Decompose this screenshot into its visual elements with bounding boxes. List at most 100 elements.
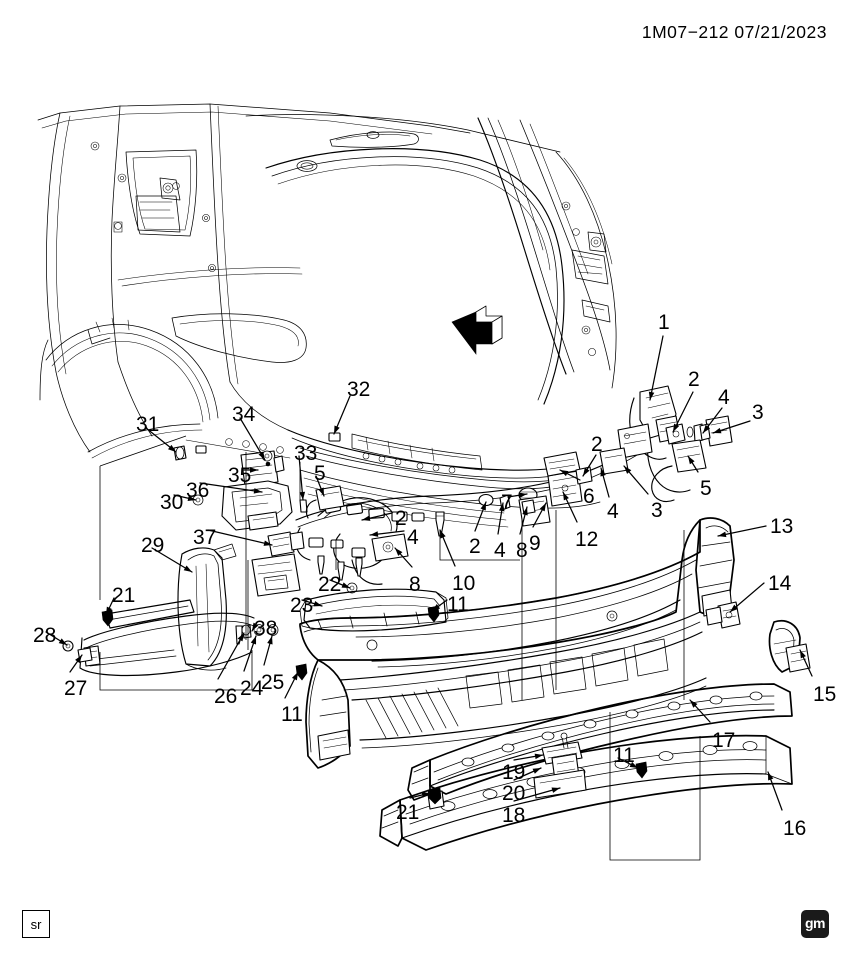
callout-25: 25	[261, 671, 285, 694]
callout-22: 22	[318, 573, 342, 596]
leader-arrowhead-4	[498, 503, 505, 512]
leader-arrowhead-25	[267, 636, 273, 645]
callout-9: 9	[529, 532, 541, 555]
callout-33: 33	[294, 442, 318, 465]
leader-arrowhead-6	[560, 470, 569, 477]
callout-11: 11	[613, 744, 635, 767]
callout-6: 6	[583, 485, 595, 508]
callout-15: 15	[813, 683, 837, 706]
leader-arrowhead-5	[688, 456, 695, 465]
leader-lines	[45, 335, 813, 811]
callout-18: 18	[502, 804, 526, 827]
leader-arrowhead-3	[624, 466, 632, 474]
leader-line-36	[199, 482, 263, 493]
callout-35: 35	[228, 464, 252, 487]
leader-arrowhead-22	[341, 582, 350, 588]
leader-arrowhead-14	[730, 604, 738, 612]
callout-10: 10	[452, 572, 476, 595]
callout-11: 11	[447, 593, 469, 616]
callout-31: 31	[136, 413, 160, 436]
leader-arrowhead-33	[299, 491, 306, 500]
callout-8: 8	[409, 573, 421, 596]
leader-arrowhead-37	[263, 540, 272, 546]
leader-arrowhead-21	[106, 606, 112, 615]
impact-bar-reinforcement	[407, 619, 811, 801]
leader-arrowhead-4	[600, 468, 606, 477]
leader-arrowhead-21	[421, 792, 430, 798]
callout-32: 32	[347, 378, 371, 401]
leader-arrowhead-11	[291, 672, 298, 681]
leader-arrowhead-4	[703, 424, 711, 433]
rear-bumper-fascia	[299, 517, 741, 769]
leader-arrowhead-20	[532, 768, 541, 774]
left-subassemblies	[62, 445, 440, 681]
leader-arrowhead-30	[187, 495, 196, 501]
callout-24: 24	[240, 677, 264, 700]
leader-arrowhead-34	[258, 451, 265, 460]
callout-20: 20	[502, 782, 526, 805]
callout-2: 2	[395, 507, 407, 530]
callout-27: 27	[64, 677, 88, 700]
leader-arrowhead-17	[690, 700, 698, 708]
leader-line-1	[649, 335, 664, 401]
callout-17: 17	[712, 729, 736, 752]
callout-37: 37	[193, 526, 217, 549]
leader-arrowhead-19	[534, 753, 543, 760]
leader-arrowhead-24	[250, 636, 257, 645]
leader-arrowhead-13	[718, 531, 727, 538]
callout-26: 26	[214, 685, 238, 708]
leader-arrowhead-15	[800, 650, 806, 659]
callout-21: 21	[396, 801, 420, 824]
callout-4: 4	[494, 539, 506, 562]
callout-34: 34	[232, 403, 256, 426]
sheet-header-code: 1M07−212 07/21/2023	[641, 22, 827, 42]
callout-1: 1	[658, 311, 670, 334]
leader-arrowhead-12	[563, 492, 569, 501]
leader-arrowhead-11	[432, 604, 441, 611]
callout-2: 2	[469, 535, 481, 558]
sr-stamp: sr	[22, 910, 50, 938]
callout-5: 5	[700, 477, 712, 500]
callout-13: 13	[770, 515, 794, 538]
leader-line-34	[239, 417, 266, 461]
leader-line-26	[217, 632, 245, 680]
leader-arrowhead-29	[183, 565, 192, 572]
leader-arrowhead-5	[318, 487, 324, 496]
sr-stamp-text: sr	[30, 916, 42, 932]
gm-logo-text: gm	[805, 915, 826, 931]
leader-arrowhead-28	[58, 638, 67, 645]
callout-23: 23	[290, 594, 314, 617]
leader-arrowhead-38	[252, 622, 259, 631]
leader-arrowhead-31	[168, 444, 176, 452]
callout-8: 8	[516, 539, 528, 562]
leader-arrowhead-18	[551, 787, 560, 793]
leader-arrowhead-3	[713, 427, 722, 434]
leader-arrowhead-8	[395, 548, 403, 556]
callout-2: 2	[688, 368, 700, 391]
leader-arrowhead-16	[768, 772, 774, 781]
callout-30: 30	[160, 491, 184, 514]
callout-7: 7	[501, 491, 513, 514]
vehicle-body-outline	[37, 103, 471, 459]
park-assist-sensor-group	[427, 732, 648, 805]
frt-arrow-icon	[451, 305, 503, 355]
leader-arrowhead-11	[629, 761, 638, 768]
leader-arrowhead-2	[362, 515, 371, 521]
callout-4: 4	[607, 500, 619, 523]
leader-arrowhead-26	[237, 633, 244, 642]
leader-arrowhead-36	[253, 488, 262, 494]
callout-19: 19	[502, 761, 526, 784]
leader-arrowhead-2	[480, 502, 486, 511]
lower-fascia-valance	[379, 734, 793, 851]
callout-28: 28	[33, 624, 57, 647]
callout-4: 4	[407, 526, 419, 549]
leader-arrowhead-2	[583, 467, 590, 476]
leader-arrowhead-1	[648, 391, 655, 400]
leader-arrowhead-2	[673, 423, 680, 432]
callout-3: 3	[752, 401, 764, 424]
leader-line-13	[717, 525, 767, 537]
callout-5: 5	[314, 462, 326, 485]
gm-logo: gm	[801, 910, 829, 938]
leader-arrowhead-9	[539, 503, 546, 512]
